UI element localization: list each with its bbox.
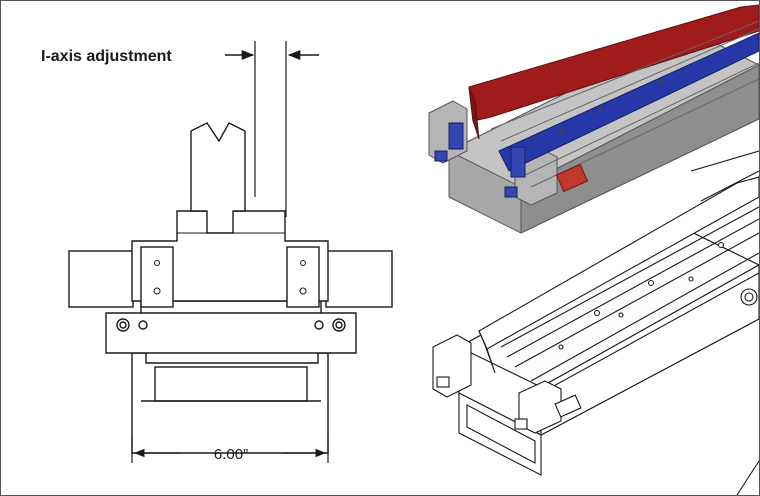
blue-clamps [434, 122, 526, 198]
front-elevation-view [68, 122, 393, 454]
right-clamp-plate [286, 246, 320, 308]
red-clamp [555, 163, 589, 193]
width-dimension [131, 435, 329, 463]
channel-slot [154, 366, 308, 402]
line-left-end-block [432, 334, 472, 398]
adjustment-extension-lines [254, 41, 287, 217]
blue-lower-bar [498, 32, 759, 172]
plate-holes [153, 260, 307, 295]
left-clamp-plate [140, 246, 174, 308]
left-wing [68, 250, 134, 308]
base-bolts [116, 318, 346, 332]
line-isometric-view [432, 150, 759, 495]
axis-adjustment-label: I-axis adjustment [41, 48, 172, 65]
width-dimension-label: 6.00” [214, 446, 248, 463]
punch-tool [190, 122, 246, 234]
colored-isometric-view [428, 4, 759, 234]
right-wing [325, 250, 393, 308]
